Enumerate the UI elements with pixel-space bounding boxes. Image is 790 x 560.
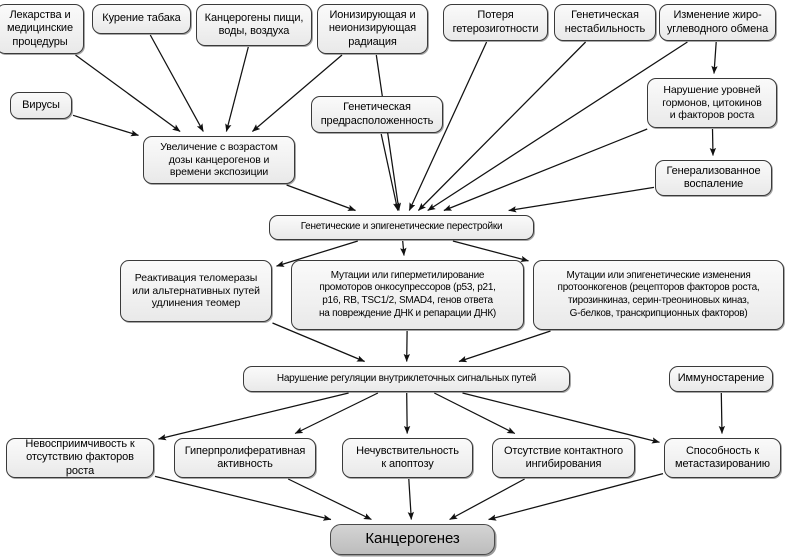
edge-exposure-to-genepi (286, 184, 356, 212)
edge-apoptosis-to-cancer (407, 478, 415, 520)
node-label-metabolism: Изменение жиро-углеводного обмена (666, 9, 769, 35)
node-smoking: Курение табака (92, 4, 191, 34)
node-label-viruses: Вирусы (22, 98, 60, 111)
edge-metabolism-to-genepi (427, 41, 688, 212)
edge-metastasis-to-cancer (488, 472, 664, 521)
edge-hyperprolif-to-cancer (287, 478, 372, 521)
edge-genepi-to-telomerase (276, 240, 358, 267)
edge-metabolism-to-hormones (711, 41, 718, 74)
edge-drugs-to-exposure (75, 54, 181, 133)
edge-telomerase-to-signaling (272, 322, 365, 363)
node-label-genepi: Генетические и эпигенетические перестрой… (300, 221, 503, 233)
edge-viruses-to-exposure (72, 114, 139, 137)
edge-signaling-to-nogrowthfactor (158, 392, 349, 441)
edge-genepi-to-suppressors (400, 240, 407, 256)
node-metabolism: Изменение жиро-углеводного обмена (659, 4, 776, 41)
edge-contact-to-cancer (449, 478, 525, 521)
edge-signaling-to-apoptosis (403, 392, 411, 434)
edge-predispos-to-genepi (380, 133, 400, 211)
edge-hormones-to-inflammation (709, 128, 717, 156)
edge-signaling-to-hyperprolif (294, 392, 379, 435)
node-label-carcinogens: Канцерогены пищи,воды, воздуха (204, 11, 304, 37)
edge-heterozyg-to-genepi (408, 41, 488, 211)
edge-instability-to-genepi (417, 41, 587, 211)
edge-carcinogens-to-exposure (225, 46, 249, 132)
node-label-cancer: Канцерогенез (365, 530, 460, 548)
node-label-immunoaging: Иммуностарение (677, 372, 765, 385)
edge-hormones-to-genepi (443, 128, 648, 212)
node-carcinogens: Канцерогены пищи,воды, воздуха (196, 4, 312, 46)
node-cancer: Канцерогенез (330, 524, 495, 555)
edge-smoking-to-exposure (149, 34, 204, 132)
node-genepi: Генетические и эпигенетические перестрой… (269, 215, 534, 240)
node-viruses: Вирусы (10, 92, 72, 119)
edge-nogrowthfactor-to-cancer (154, 475, 332, 521)
node-label-signaling: Нарушение регуляции внутриклеточных сигн… (276, 372, 537, 384)
edge-oncogenes-to-signaling (458, 330, 551, 363)
edge-radiation-to-exposure (251, 54, 343, 132)
node-signaling: Нарушение регуляции внутриклеточных сигн… (243, 366, 570, 392)
edge-genepi-to-oncogenes (452, 240, 529, 263)
node-label-smoking: Курение табака (102, 12, 181, 25)
edge-signaling-to-metastasis (462, 392, 660, 444)
node-immunoaging: Иммуностарение (669, 366, 773, 392)
edge-immunoaging-to-metastasis (718, 392, 726, 434)
edge-inflammation-to-genepi (508, 186, 655, 213)
edge-signaling-to-contact (434, 392, 516, 435)
